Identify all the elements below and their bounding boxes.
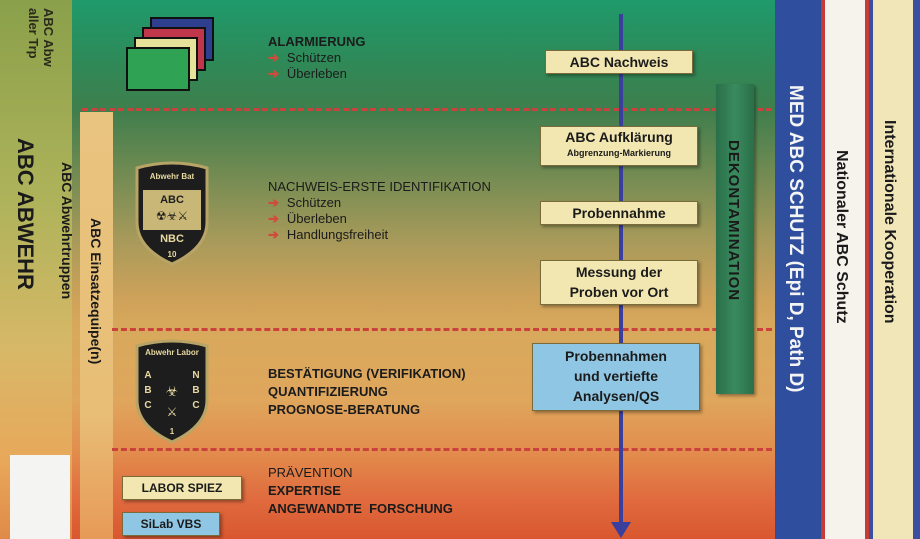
analysen-box: Probennahmen und vertiefte Analysen/QS <box>532 343 700 411</box>
alarm-item-1: ➔Überleben <box>268 66 347 81</box>
arrow-icon: ➔ <box>268 66 279 81</box>
crossed-icon: ⚔ <box>167 405 178 419</box>
badge2-top-text: Abwehr Labor <box>145 348 199 357</box>
messung-line2: Proben vor Ort <box>569 284 669 300</box>
abwehr-labor-badge: Abwehr Labor A B C N B C ☣ ⚔ 1 <box>135 339 209 444</box>
hazard-icons: ☢☣⚔ <box>156 209 188 223</box>
separator-2 <box>112 328 772 331</box>
dekontamination-bar <box>716 84 754 394</box>
nationaler-band <box>821 0 869 539</box>
abwehr-bat-badge: Abwehr Bat ABC ☢☣⚔ NBC 10 <box>135 161 209 266</box>
analysen-line2: und vertiefte <box>573 368 658 384</box>
labor-spiez-label: LABOR SPIEZ <box>122 476 242 500</box>
alarmierung-block: ALARMIERUNG ➔Schützen ➔Überleben <box>268 33 366 82</box>
international-band <box>869 0 920 539</box>
arrow-icon: ➔ <box>268 211 279 226</box>
separator-1 <box>82 108 772 111</box>
praevention-line3: ANGEWANDTE FORSCHUNG <box>268 501 453 516</box>
left-band <box>0 0 72 539</box>
process-arrow-head <box>611 522 631 538</box>
arrow-icon: ➔ <box>268 227 279 242</box>
nachweis-item-2: ➔Handlungsfreiheit <box>268 227 389 242</box>
biohazard-icon: ☣ <box>166 383 179 399</box>
bestaetigung-block: BESTÄTIGUNG (VERIFIKATION) QUANTIFIZIERU… <box>268 365 466 419</box>
badge1-nbc-text: NBC <box>160 233 184 245</box>
messung-box: Messung der Proben vor Ort <box>540 260 698 305</box>
alarmierung-title: ALARMIERUNG <box>268 34 366 49</box>
alarm-item-0: ➔Schützen <box>268 50 342 65</box>
abc-nachweis-box: ABC Nachweis <box>545 50 693 74</box>
abc-abw-line1: ABC Abw <box>41 8 56 67</box>
badge2-abc-text: A <box>144 370 151 381</box>
dekontamination-label: DEKONTAMINATION <box>725 140 742 302</box>
praevention-line1: PRÄVENTION <box>268 465 353 480</box>
einsatzequipe-band <box>80 112 113 539</box>
svg-text:C: C <box>144 400 151 411</box>
abc-abwehrtruppen-label: ABC Abwehrtruppen <box>59 162 75 300</box>
praevention-line2: EXPERTISE <box>268 483 341 498</box>
svg-text:B: B <box>144 385 151 396</box>
separator-3 <box>112 448 772 451</box>
abc-aufklaerung-box: ABC Aufklärung Abgrenzung-Markierung <box>540 126 698 166</box>
nachweis-item-0: ➔Schützen <box>268 195 342 210</box>
badge1-num: 10 <box>168 250 177 259</box>
abc-abwehr-label: ABC ABWEHR <box>13 138 38 290</box>
nationaler-abc-schutz-label: Nationaler ABC Schutz <box>833 150 850 324</box>
white-box <box>10 455 70 539</box>
badge1-top-text: Abwehr Bat <box>150 172 195 181</box>
svg-text:C: C <box>192 400 199 411</box>
badge2-nbc-text: N <box>192 370 199 381</box>
messung-line1: Messung der <box>575 264 663 280</box>
analysen-line3: Analysen/QS <box>572 388 660 404</box>
badge2-num: 1 <box>170 427 175 436</box>
nachweis-title: NACHWEIS-ERSTE IDENTIFIKATION <box>268 179 491 194</box>
abc-einsatzequipe-label: ABC Einsatzequipe(n) <box>88 218 104 365</box>
med-band <box>775 0 821 539</box>
bestaetigung-line1: BESTÄTIGUNG (VERIFIKATION) <box>268 366 466 381</box>
arrow-icon: ➔ <box>268 195 279 210</box>
nachweis-item-1: ➔Überleben <box>268 211 347 226</box>
probennahme-box: Probennahme <box>540 201 698 225</box>
svg-text:B: B <box>192 385 199 396</box>
praevention-block: PRÄVENTION EXPERTISE ANGEWANDTE FORSCHUN… <box>268 464 453 518</box>
aufklaerung-sub: Abgrenzung-Markierung <box>566 148 671 158</box>
analysen-line1: Probennahmen <box>565 348 667 364</box>
silab-label: SiLab VBS <box>122 512 220 536</box>
badge1-abc-text: ABC <box>160 194 184 206</box>
aufklaerung-title: ABC Aufklärung <box>565 129 673 145</box>
med-abc-schutz-label: MED ABC SCHUTZ (Epi D, Path D) <box>785 85 806 393</box>
bestaetigung-line3: PROGNOSE-BERATUNG <box>268 402 421 417</box>
abc-abw-line2: aller Trp <box>26 8 41 59</box>
bestaetigung-line2: QUANTIFIZIERUNG <box>268 384 388 399</box>
internationale-kooperation-label: Internationale Kooperation <box>881 120 898 324</box>
abc-abw-label: ABC Abw aller Trp <box>26 8 56 67</box>
arrow-icon: ➔ <box>268 50 279 65</box>
nachweis-block: NACHWEIS-ERSTE IDENTIFIKATION ➔Schützen … <box>268 178 491 243</box>
